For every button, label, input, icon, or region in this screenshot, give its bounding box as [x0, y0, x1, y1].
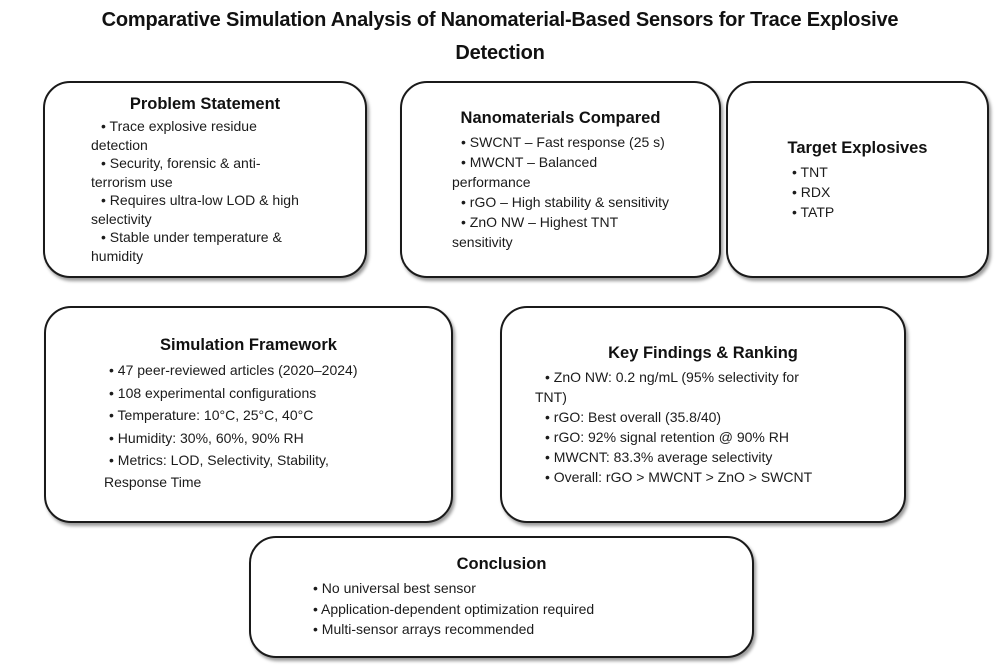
- bullet-item: • Application-dependent optimization req…: [313, 600, 595, 617]
- box-targets-body: • TNT • RDX • TATP: [728, 162, 987, 222]
- box-nanomaterials-title: Nanomaterials Compared: [460, 108, 661, 127]
- box-key-findings-ranking: Key Findings & Ranking • ZnO NW: 0.2 ng/…: [500, 306, 906, 523]
- bullet-item: • Multi-sensor arrays recommended: [313, 621, 535, 638]
- box-target-explosives: Target Explosives • TNT • RDX • TATP: [726, 81, 989, 278]
- box-conclusion-title: Conclusion: [456, 555, 547, 574]
- bullet-item: • TATP: [792, 203, 835, 220]
- box-problem-statement: Problem Statement • Trace explosive resi…: [43, 81, 367, 278]
- diagram-title: Comparative Simulation Analysis of Nanom…: [101, 9, 899, 64]
- bullet-item: • No universal best sensor: [313, 580, 476, 597]
- box-findings-body: • ZnO NW: 0.2 ng/mL (95% selectivity for…: [502, 367, 904, 487]
- box-nanomaterials-compared: Nanomaterials Compared • SWCNT – Fast re…: [400, 81, 721, 278]
- bullet-item: • ZnO NW – Highest TNT sensitivity: [452, 213, 619, 250]
- bullet-item: • rGO: 92% signal retention @ 90% RH: [545, 428, 789, 445]
- bullet-item: • Requires ultra-low LOD & high selectiv…: [91, 192, 299, 227]
- box-simulation-framework: Simulation Framework • 47 peer-reviewed …: [44, 306, 453, 523]
- box-framework-title: Simulation Framework: [160, 336, 337, 355]
- bullet-item: • 108 experimental configurations: [109, 384, 317, 401]
- box-framework-body: • 47 peer-reviewed articles (2020–2024) …: [46, 359, 451, 493]
- bullet-item: • Metrics: LOD, Selectivity, Stability, …: [104, 451, 329, 491]
- bullet-item: • SWCNT – Fast response (25 s): [461, 133, 665, 150]
- bullet-item: • Overall: rGO > MWCNT > ZnO > SWCNT: [545, 468, 813, 485]
- bullet-item: • MWCNT: 83.3% average selectivity: [545, 448, 773, 465]
- bullet-item: • Trace explosive residue detection: [91, 118, 257, 153]
- bullet-item: • Security, forensic & anti- terrorism u…: [91, 155, 261, 190]
- bullet-item: • TNT: [792, 163, 828, 180]
- bullet-item: • 47 peer-reviewed articles (2020–2024): [109, 362, 358, 379]
- bullet-item: • rGO: Best overall (35.8/40): [545, 408, 722, 425]
- bullet-item: • RDX: [792, 183, 831, 200]
- bullet-item: • MWCNT – Balanced performance: [452, 153, 598, 190]
- box-problem-body: • Trace explosive residue detection • Se…: [45, 117, 365, 265]
- bullet-item: • ZnO NW: 0.2 ng/mL (95% selectivity for…: [535, 368, 799, 405]
- box-conclusion: Conclusion • No universal best sensor • …: [249, 536, 754, 658]
- bullet-item: • Stable under temperature & humidity: [91, 229, 282, 264]
- box-conclusion-body: • No universal best sensor • Application…: [251, 578, 752, 640]
- bullet-item: • Temperature: 10°C, 25°C, 40°C: [109, 407, 314, 424]
- box-targets-title: Target Explosives: [787, 138, 928, 157]
- box-problem-title: Problem Statement: [129, 95, 281, 113]
- bullet-item: • Humidity: 30%, 60%, 90% RH: [109, 429, 304, 446]
- box-findings-title: Key Findings & Ranking: [608, 343, 798, 362]
- box-nanomaterials-body: • SWCNT – Fast response (25 s) • MWCNT –…: [402, 132, 719, 252]
- bullet-item: • rGO – High stability & sensitivity: [461, 193, 669, 210]
